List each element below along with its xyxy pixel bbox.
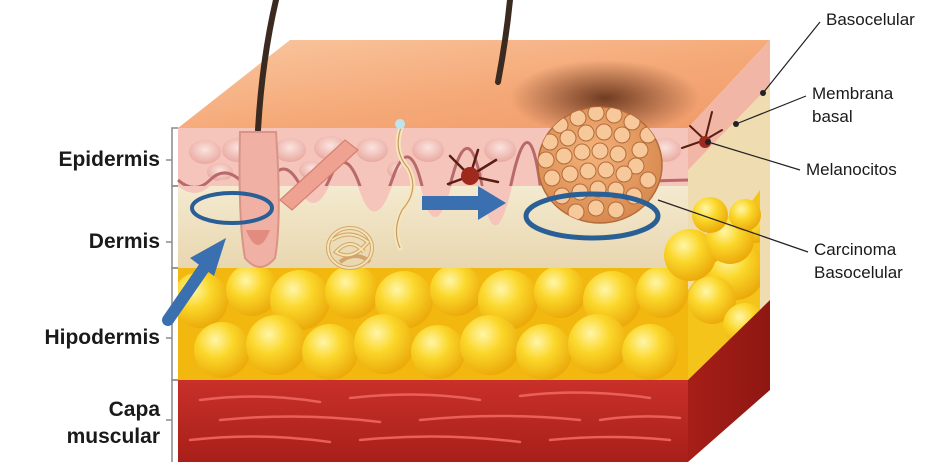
label-membrana-basal-line2: basal xyxy=(812,107,853,127)
label-dermis: Dermis xyxy=(30,229,160,254)
label-epidermis: Epidermis xyxy=(30,147,160,172)
tumor-mass xyxy=(538,105,662,223)
label-carcinoma-line1: Carcinoma xyxy=(814,240,896,260)
label-basocelular: Basocelular xyxy=(826,10,915,30)
hair-follicle xyxy=(240,132,279,267)
label-capa-muscular-line1: Capa xyxy=(30,397,160,422)
sweat-pore xyxy=(395,119,405,129)
label-carcinoma-line2: Basocelular xyxy=(814,263,903,283)
label-capa-muscular-line2: muscular xyxy=(30,424,160,449)
fat-layer xyxy=(172,264,688,380)
label-melanocitos: Melanocitos xyxy=(806,160,897,180)
label-hipodermis: Hipodermis xyxy=(30,325,160,350)
label-membrana-basal-line1: Membrana xyxy=(812,84,893,104)
muscle-layer xyxy=(178,380,688,462)
layer-brackets xyxy=(166,128,178,462)
